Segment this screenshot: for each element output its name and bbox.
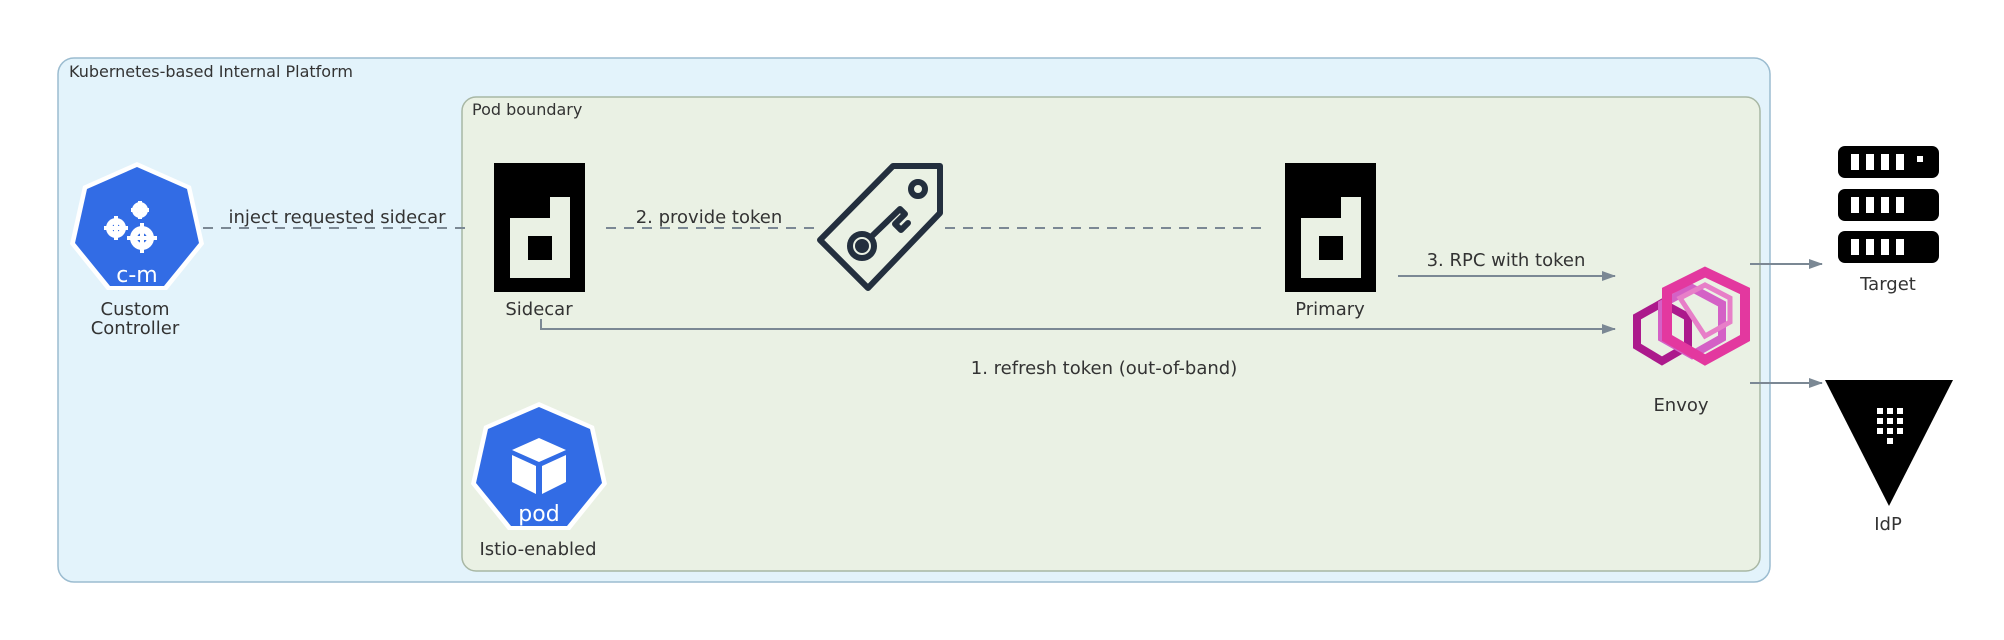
edges: inject requested sidecar 2. provide toke… [203,207,1823,388]
provide-edge-label: 2. provide token [636,207,783,228]
pod-label: Istio-enabled [479,539,596,560]
pod-node: pod Istio-enabled [471,402,607,560]
controller-label-line2: Controller [91,318,180,339]
pod-boundary-cluster: Pod boundary [461,96,1761,572]
envoy-node: Envoy [1633,266,1750,416]
primary-node: Primary [1285,163,1376,320]
refresh-edge-label: 1. refresh token (out-of-band) [971,358,1237,379]
pod-icon-text: pod [518,502,559,527]
envoy-icon [1633,266,1750,366]
primary-application-icon [1285,163,1376,292]
sidecar-label: Sidecar [505,299,573,320]
idp-node: IdP [1825,380,1953,535]
controller-icon-text: c-m [116,263,157,288]
target-label: Target [1859,274,1916,295]
server-rack-icon [1838,146,1939,263]
sidecar-application-icon [494,163,585,292]
pod-boundary-label: Pod boundary [472,100,582,119]
envoy-label: Envoy [1653,395,1708,416]
platform-cluster-label: Kubernetes-based Internal Platform [69,62,353,81]
rpc-edge-label: 3. RPC with token [1427,250,1586,271]
kubernetes-controller-manager-icon: c-m [70,162,204,290]
custom-controller-node: c-m Custom Controller [70,162,204,339]
sidecar-node: Sidecar [494,163,585,320]
token-node [817,163,943,291]
controller-label-line1: Custom [101,299,170,320]
refresh-edge-line [540,319,1616,334]
inject-edge-label: inject requested sidecar [228,207,446,228]
target-node: Target [1838,146,1939,295]
primary-label: Primary [1295,299,1365,320]
kubernetes-pod-icon: pod [471,402,607,530]
idp-label: IdP [1874,514,1902,535]
key-tag-icon [817,163,943,291]
vault-icon [1825,380,1953,506]
